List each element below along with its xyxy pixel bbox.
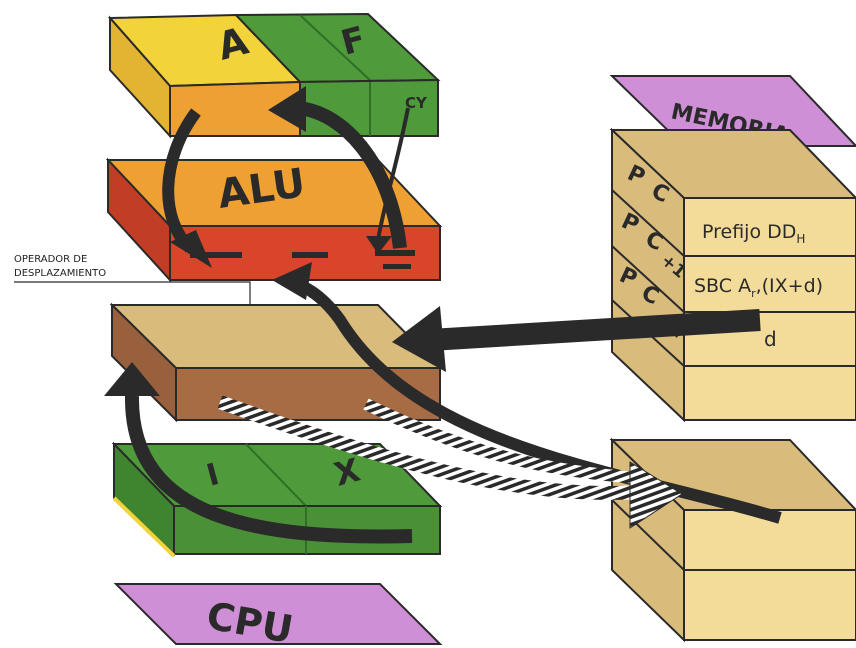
arrow-alu-to-a (295, 101, 407, 249)
mem-content-d: d (764, 327, 777, 351)
data-flow-arrows (104, 86, 782, 544)
shift-operator-label-line2: DESPLAZAMIENTO (14, 268, 106, 279)
arrow-memory-to-temp (429, 309, 761, 351)
shift-operator-label-line1: OPERADOR DE (14, 254, 87, 265)
memory-front (683, 197, 856, 421)
alu-block: ALU (105, 157, 443, 283)
temp-front (175, 367, 441, 421)
register-a-side (109, 15, 171, 139)
flag-cy-label: CY (405, 94, 428, 112)
alu-side (107, 157, 171, 283)
shift-operator-callout: OPERADOR DE DESPLAZAMIENTO (14, 254, 251, 312)
memory-block: MEMORIA P C P C +1 P C +2 Prefijo DDH SB… (609, 75, 856, 423)
arrow-f-to-alu (376, 107, 410, 241)
temp-side (111, 302, 177, 423)
mem-content-prefix: Prefijo DDH (702, 221, 805, 246)
memory-title-plate (609, 75, 856, 147)
arrow-address-hatched-2 (363, 398, 641, 484)
mem-content-sbc: SBC Ar,(IX+d) (694, 275, 823, 300)
arrow-ix-to-temp (124, 395, 413, 544)
temp-register-block (109, 302, 443, 423)
arrow-address-hatched-1 (217, 395, 641, 501)
register-af-block: A F CY (107, 12, 441, 139)
memory-lower-block (609, 437, 856, 643)
cpu-label-plate: CPU (113, 583, 443, 648)
